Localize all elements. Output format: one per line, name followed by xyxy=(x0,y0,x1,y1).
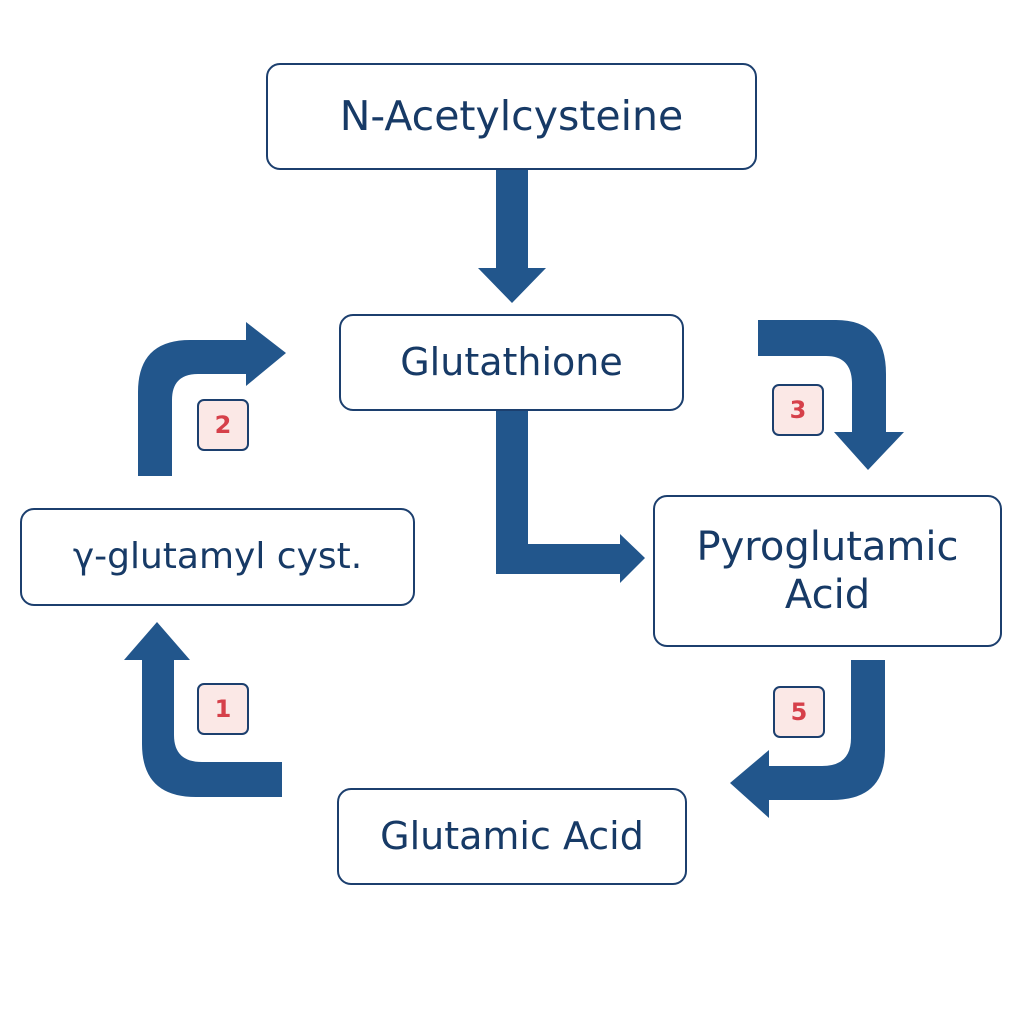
arrow-step-3 xyxy=(758,320,904,470)
arrow-step-1 xyxy=(124,622,282,797)
node-pyroglutamic-acid: Pyroglutamic Acid xyxy=(653,495,1002,647)
node-label: N-Acetylcysteine xyxy=(339,91,684,140)
node-label: Glutamic Acid xyxy=(380,813,644,858)
node-glutamic-acid: Glutamic Acid xyxy=(337,788,687,885)
step-badge-2: 2 xyxy=(197,399,249,451)
step-badge-5: 5 xyxy=(773,686,825,738)
arrow-step-2 xyxy=(138,322,286,476)
arrow-step-5 xyxy=(730,660,885,818)
node-glutathione: Glutathione xyxy=(339,314,684,411)
node-label-line1: Pyroglutamic xyxy=(696,524,959,570)
arrow-nac-to-glutathione xyxy=(478,170,546,303)
step-badge-1: 1 xyxy=(197,683,249,735)
node-label: γ-glutamyl cyst. xyxy=(72,536,363,578)
node-label: Glutathione xyxy=(400,339,623,384)
node-n-acetylcysteine: N-Acetylcysteine xyxy=(266,63,757,170)
node-label-line2: Acid xyxy=(784,572,871,618)
arrow-glutathione-to-pyroglutamic xyxy=(496,410,645,583)
step-badge-3: 3 xyxy=(772,384,824,436)
node-gamma-glutamyl-cysteine: γ-glutamyl cyst. xyxy=(20,508,415,606)
